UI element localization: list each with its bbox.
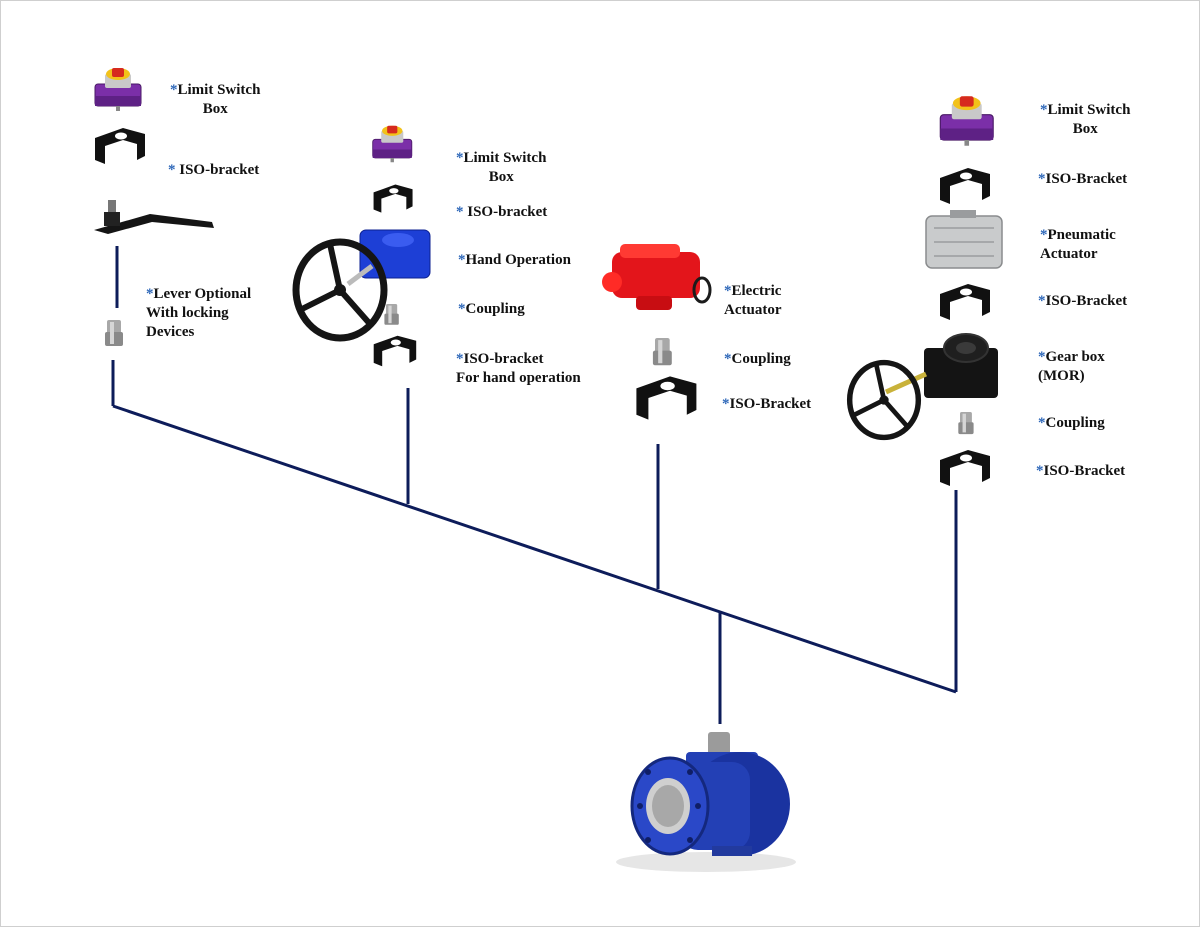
iso-bracket-icon	[940, 284, 990, 320]
handwheel-icon	[296, 242, 384, 338]
label-pneumatic-actuator: *Pneumatic Actuator	[1040, 227, 1116, 262]
limit-switch-box-icon	[939, 95, 994, 147]
label-iso-bracket-3: *ISO-Bracket	[722, 396, 812, 412]
label-coupling-3: *Coupling	[724, 351, 791, 367]
label-iso-bracket-4c: *ISO-Bracket	[1036, 463, 1126, 479]
label-iso-bracket-4a: *ISO-Bracket	[1038, 171, 1128, 187]
label-iso-bracket-2: * ISO-bracket	[456, 204, 548, 220]
iso-bracket-icon	[636, 376, 697, 420]
coupling-icon	[105, 320, 123, 346]
hand-operation-icon	[346, 229, 431, 286]
coupling-icon	[652, 338, 672, 366]
label-limit-switch-box-4: *Limit Switch Box	[1040, 102, 1131, 137]
label-hand-operation: *Hand Operation	[458, 252, 571, 268]
pneumatic-actuator-icon	[925, 210, 1003, 269]
gear-box-icon	[884, 333, 998, 398]
label-limit-switch-box-1: *Limit Switch Box	[170, 82, 261, 117]
label-iso-bracket-4b: *ISO-Bracket	[1038, 293, 1128, 309]
electric-actuator-icon	[602, 244, 712, 310]
iso-bracket-icon	[940, 450, 990, 486]
label-lever-optional: *Lever Optional With locking Devices	[146, 286, 252, 340]
lever-icon	[94, 200, 214, 234]
main-diagonal-line	[112, 404, 957, 694]
iso-bracket-icon	[373, 335, 417, 367]
label-coupling-2: *Coupling	[458, 301, 525, 317]
label-coupling-4: *Coupling	[1038, 415, 1105, 431]
limit-switch-box-icon	[372, 125, 413, 163]
coupling-icon	[958, 412, 974, 435]
label-gear-box: *Gear box (MOR)	[1038, 349, 1105, 384]
iso-bracket-icon	[373, 184, 413, 213]
iso-bracket-icon	[940, 168, 990, 204]
label-limit-switch-box-2: *Limit Switch Box	[456, 150, 547, 185]
label-iso-bracket-1: * ISO-bracket	[168, 162, 260, 178]
iso-bracket-icon	[95, 128, 145, 164]
connector-lines	[111, 246, 958, 724]
label-electric-actuator: *Electric Actuator	[724, 283, 782, 318]
ball-valve-icon	[616, 732, 796, 872]
label-iso-bracket-hand-operation: *ISO-bracket For hand operation	[456, 351, 581, 386]
handwheel-icon	[850, 363, 919, 438]
coupling-icon	[384, 304, 399, 325]
limit-switch-box-icon	[94, 67, 142, 112]
